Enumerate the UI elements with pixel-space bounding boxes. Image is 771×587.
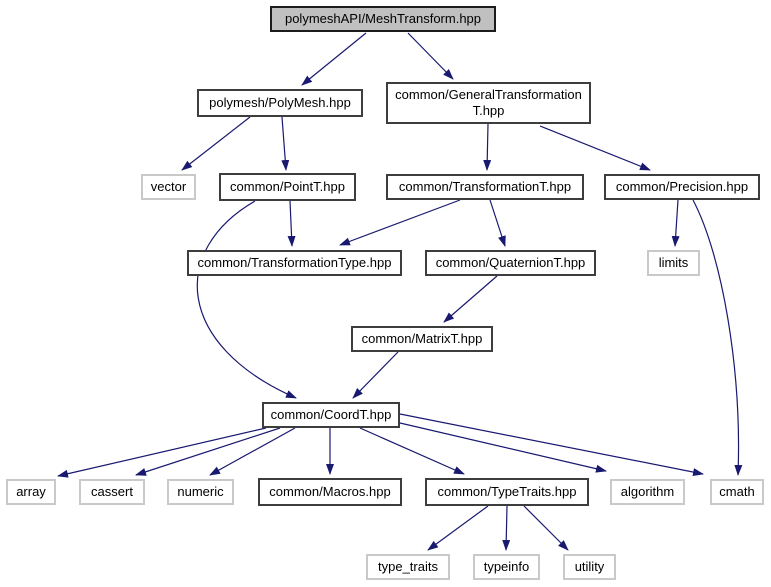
node-limits[interactable]: limits bbox=[647, 250, 700, 276]
node-polymesh[interactable]: polymesh/PolyMesh.hpp bbox=[197, 89, 363, 117]
node-type-traits[interactable]: type_traits bbox=[366, 554, 450, 580]
node-point[interactable]: common/PointT.hpp bbox=[219, 173, 356, 201]
node-coord[interactable]: common/CoordT.hpp bbox=[262, 402, 400, 428]
edge-general-transformation-to-precision bbox=[539, 125, 651, 171]
edge-type-traits-hpp-to-typeinfo bbox=[502, 505, 511, 551]
node-array[interactable]: array bbox=[6, 479, 56, 505]
node-quaternion[interactable]: common/QuaternionT.hpp bbox=[425, 250, 596, 276]
node-algorithm[interactable]: algorithm bbox=[610, 479, 685, 505]
edge-precision-to-cmath bbox=[692, 199, 743, 476]
edge-type-traits-hpp-to-type-traits bbox=[427, 505, 489, 551]
node-type-traits-hpp[interactable]: common/TypeTraits.hpp bbox=[425, 478, 589, 506]
edge-coord-to-type-traits-hpp bbox=[359, 427, 465, 475]
node-cmath[interactable]: cmath bbox=[710, 479, 764, 505]
edge-coord-to-array bbox=[57, 427, 267, 478]
edge-precision-to-limits bbox=[671, 199, 680, 247]
node-typeinfo[interactable]: typeinfo bbox=[473, 554, 540, 580]
node-transformation-type[interactable]: common/TransformationType.hpp bbox=[187, 250, 402, 276]
edge-transformation-to-transformation-type bbox=[339, 199, 461, 246]
edge-coord-to-algorithm bbox=[399, 422, 607, 473]
edge-quaternion-to-matrix bbox=[443, 275, 498, 323]
node-precision[interactable]: common/Precision.hpp bbox=[604, 174, 760, 200]
edge-polymesh-to-vector bbox=[181, 116, 251, 171]
edge-mesh-transform-to-general-transformation bbox=[407, 32, 454, 80]
edge-type-traits-hpp-to-utility bbox=[523, 505, 569, 551]
node-transformation[interactable]: common/TransformationT.hpp bbox=[386, 174, 584, 200]
edge-coord-to-numeric bbox=[209, 427, 296, 476]
node-utility[interactable]: utility bbox=[563, 554, 616, 580]
node-matrix[interactable]: common/MatrixT.hpp bbox=[351, 326, 493, 352]
edge-point-to-transformation-type bbox=[287, 200, 296, 247]
edge-mesh-transform-to-polymesh bbox=[301, 32, 367, 86]
node-macros[interactable]: common/Macros.hpp bbox=[258, 478, 402, 506]
edge-transformation-to-quaternion bbox=[489, 199, 506, 247]
node-cassert[interactable]: cassert bbox=[79, 479, 145, 505]
node-general-transformation[interactable]: common/GeneralTransformation T.hpp bbox=[386, 82, 591, 124]
edge-general-transformation-to-transformation bbox=[483, 123, 492, 171]
node-vector[interactable]: vector bbox=[141, 174, 196, 200]
edge-coord-to-cmath bbox=[399, 413, 704, 476]
node-mesh-transform: polymeshAPI/MeshTransform.hpp bbox=[270, 6, 496, 32]
node-numeric[interactable]: numeric bbox=[167, 479, 234, 505]
edge-point-to-coord bbox=[196, 200, 297, 399]
edge-matrix-to-coord bbox=[352, 351, 399, 399]
edge-polymesh-to-point bbox=[281, 116, 290, 171]
edge-coord-to-cassert bbox=[135, 427, 281, 476]
